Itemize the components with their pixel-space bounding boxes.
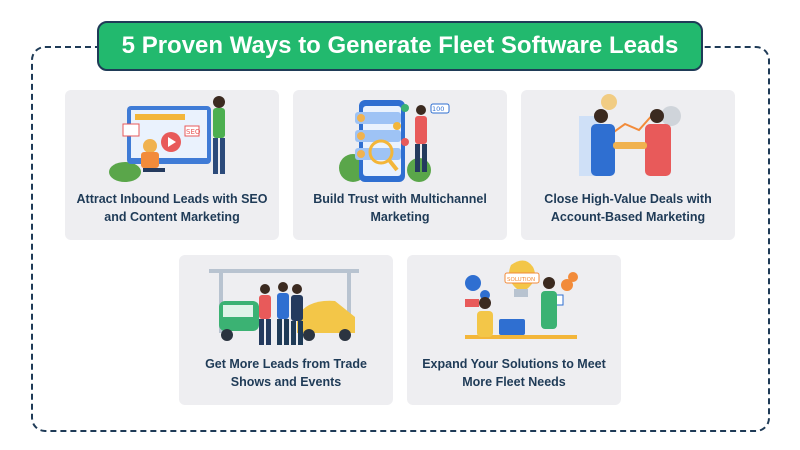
solution-illustration-icon: SOLUTION <box>465 260 578 339</box>
card-label: Attract Inbound Leads with SEO and Conte… <box>76 192 268 224</box>
trade-show-illustration-icon <box>209 269 359 345</box>
reviews-illustration-icon: 100 <box>339 100 450 182</box>
page-title: 5 Proven Ways to Generate Fleet Software… <box>97 21 703 71</box>
card-label: Build Trust with Multichannel Marketing <box>313 192 487 224</box>
handshake-illustration-icon <box>579 94 681 176</box>
card-label: Expand Your Solutions to Meet More Fleet… <box>422 357 606 389</box>
card-label: Close High-Value Deals with Account-Base… <box>544 192 712 224</box>
counter-badge: 100 <box>432 105 444 113</box>
card-trade-shows: Get More Leads from Trade Shows and Even… <box>179 255 393 405</box>
svg-text:SEO: SEO <box>186 128 201 136</box>
card-multichannel: 100 Build Trust with Multichannel Market… <box>293 90 507 240</box>
solution-badge: SOLUTION <box>507 277 535 283</box>
card-abm: Close High-Value Deals with Account-Base… <box>521 90 735 240</box>
card-seo-content: SEO Attract Inbound Leads with SEO and C… <box>65 90 279 240</box>
card-label: Get More Leads from Trade Shows and Even… <box>205 357 367 389</box>
card-expand-solutions: SOLUTION Expand Your Solutions to Meet M… <box>407 255 621 405</box>
seo-content-illustration-icon: SEO <box>109 96 225 182</box>
